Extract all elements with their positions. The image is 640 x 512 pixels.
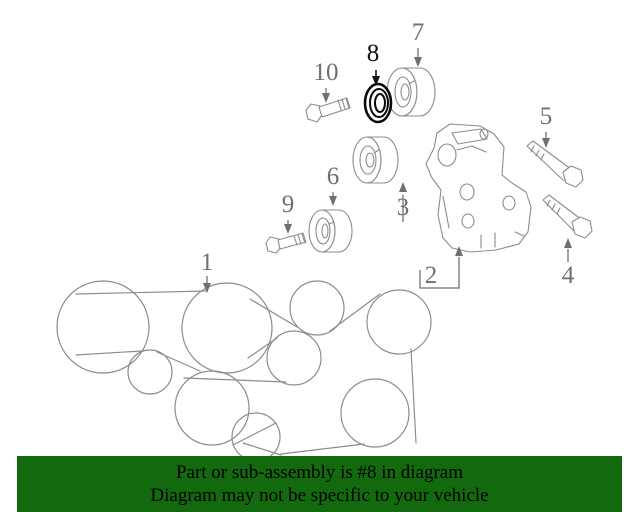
- small-pulley-detail: [328, 221, 335, 225]
- belt-span-lower-left: [75, 350, 142, 356]
- tensioner-pulley-detail: [408, 80, 415, 85]
- callout-7-label: 7: [412, 19, 425, 46]
- idler-pulley-detail: [373, 149, 380, 154]
- bolt-4-thread-2: [551, 203, 556, 211]
- callout-7-arrowhead: [414, 57, 422, 67]
- idler-pulley-small-part: 6: [308, 163, 353, 253]
- banner-line-2: Diagram may not be specific to your vehi…: [150, 485, 489, 506]
- callout-9-arrowhead: [284, 224, 292, 234]
- callout-3-label: 3: [397, 194, 410, 221]
- bolt-9-thread-1: [293, 235, 298, 246]
- bolt-4-hex-head: [571, 216, 593, 239]
- serpentine-belt-assembly: 1: [56, 249, 432, 462]
- small-pulley-hub: [321, 223, 329, 239]
- callout-2-arrowhead: [455, 246, 463, 256]
- callout-4-label: 4: [562, 262, 575, 289]
- seal-ring-inner: [374, 93, 386, 113]
- belt-span-to-upper-right: [329, 293, 381, 332]
- bolt-4-thread-3: [556, 207, 561, 215]
- bolt-5-thread-1: [530, 145, 535, 153]
- bracket-rib-left: [442, 195, 450, 229]
- bolt-4-thread-1: [546, 199, 551, 207]
- bracket-tube: [451, 128, 488, 145]
- bolt-10-thread-1: [337, 99, 342, 111]
- bracket-hole-mid: [461, 213, 475, 229]
- belt-span-alt-to-mid: [247, 337, 278, 359]
- bolt-10-thread-3: [345, 97, 350, 109]
- bracket-rib-right: [514, 231, 525, 237]
- callout-10-label: 10: [314, 59, 339, 86]
- callout-8-label: 8: [367, 40, 380, 67]
- accessory-drive-bracket-part: 2: [419, 123, 532, 289]
- callout-9-label: 9: [282, 191, 295, 218]
- idler-pulley-part: 3: [352, 136, 410, 222]
- bracket-foot-detail: [480, 232, 496, 249]
- callout-5-arrowhead: [542, 138, 550, 148]
- belt-span-mid-to-wp: [183, 377, 287, 383]
- callout-2-leader: [419, 257, 460, 289]
- callout-3-arrowhead: [399, 182, 407, 192]
- bolt-5-thread-3: [540, 153, 545, 161]
- belt-span-wp-to-lower: [232, 422, 277, 446]
- pulley-bolt-small-part: 9: [265, 191, 307, 254]
- callout-6-label: 6: [327, 163, 340, 190]
- bracket-tube-bore: [479, 128, 489, 140]
- bolt-10-shank: [318, 97, 351, 118]
- belt-pulley-water-pump: [174, 370, 250, 446]
- callout-6-arrowhead: [329, 196, 337, 206]
- belt-pulley-lower-right: [340, 378, 410, 448]
- bolt-9-shank: [277, 232, 307, 250]
- belt-span-idler-to-alt: [156, 351, 201, 372]
- belt-span-bottom-left: [242, 442, 282, 456]
- bolt-9-thread-3: [301, 233, 306, 244]
- tensioner-pulley-body: [401, 67, 436, 117]
- idler-pulley-hub: [365, 152, 375, 168]
- bracket-hole-right: [502, 195, 516, 211]
- callout-2-label: 2: [425, 262, 438, 289]
- tensioner-pulley-hub: [400, 83, 410, 101]
- bracket-hole-upper: [459, 183, 475, 201]
- banner-line-1: Part or sub-assembly is #8 in diagram: [175, 462, 464, 483]
- callout-1-label: 1: [201, 249, 214, 276]
- bolt-10-thread-2: [341, 98, 346, 110]
- idler-pulley-bore: [359, 145, 377, 175]
- belt-pulley-lower-mid: [231, 412, 281, 462]
- callout-10-arrowhead: [322, 93, 330, 103]
- bracket-body: [425, 123, 532, 253]
- belt-pulley-alternator: [181, 282, 273, 374]
- belt-span-bottom: [280, 443, 365, 455]
- tensioner-pulley-bore: [394, 76, 412, 108]
- pulley-seal-ring-part-highlighted: 8: [363, 40, 393, 124]
- callout-1-arrowhead: [203, 283, 211, 293]
- idler-pulley-body: [366, 136, 399, 184]
- bracket-bolt-upper-part: 5: [526, 103, 584, 188]
- callout-8-arrowhead: [372, 76, 380, 86]
- callout-5-label: 5: [540, 103, 553, 130]
- belt-pulley-idler-lower-left: [127, 349, 173, 395]
- belt-pulley-top-mid: [289, 280, 345, 336]
- belt-span-top-left: [75, 290, 208, 295]
- pulley-bolt-long-part: 10: [305, 59, 351, 123]
- belt-span-to-top-mid: [249, 298, 298, 328]
- bracket-bolt-lower-part: 4: [542, 194, 593, 289]
- bracket-rib-top: [456, 145, 487, 153]
- bolt-9-thread-2: [297, 234, 302, 245]
- small-pulley-bore: [315, 217, 331, 245]
- bolt-5-hex-head: [562, 165, 584, 188]
- part-info-banner: Part or sub-assembly is #8 in diagram Di…: [17, 456, 622, 512]
- seal-ring-middle: [369, 88, 389, 118]
- belt-pulley-mid: [266, 330, 322, 386]
- bracket-boss-left: [437, 143, 457, 167]
- belt-span-right-vertical: [410, 348, 417, 444]
- tensioner-pulley-part: 7: [386, 19, 436, 117]
- small-pulley-body: [321, 209, 353, 253]
- bolt-5-thread-2: [535, 149, 540, 157]
- callout-4-arrowhead: [564, 238, 572, 248]
- belt-pulley-upper-right: [366, 289, 432, 355]
- belt-pulley-crank: [56, 280, 150, 374]
